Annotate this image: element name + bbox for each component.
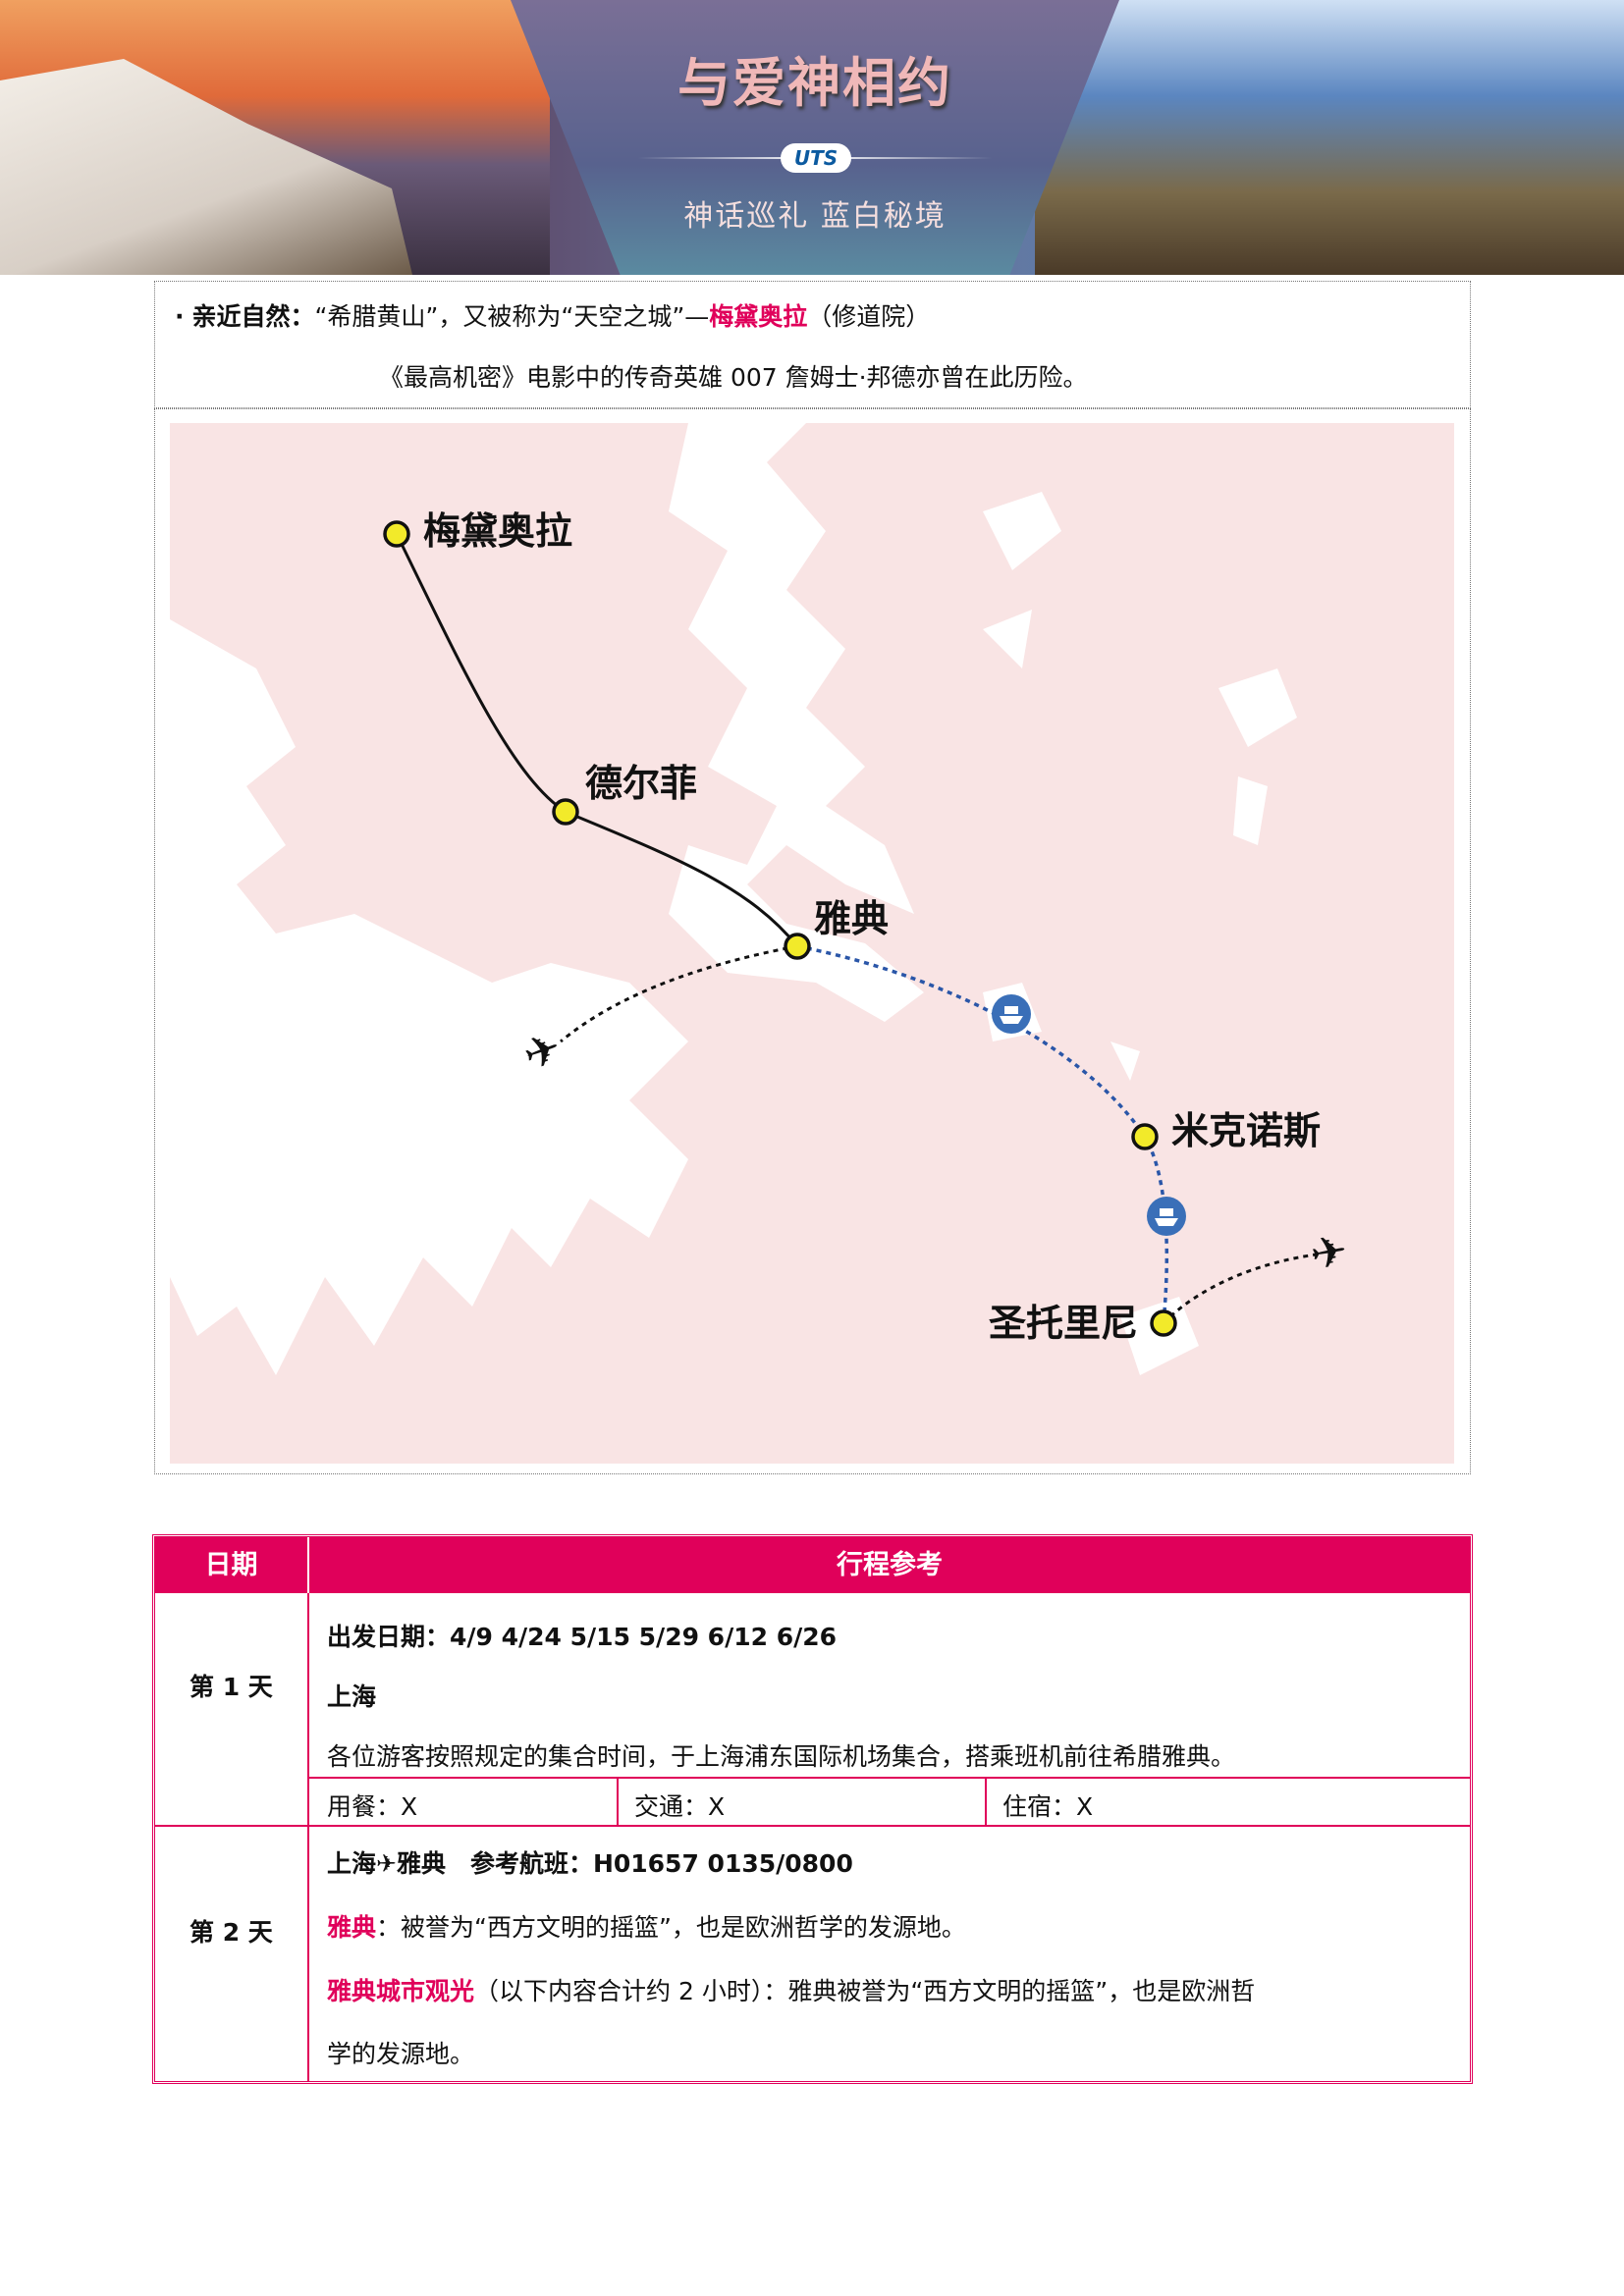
city-dot-delphi: [552, 798, 579, 826]
highlight-city-tour: 雅典城市观光: [327, 1977, 475, 2005]
text: ：被誉为“西方文明的摇篮”，也是欧洲哲学的发源地。: [376, 1913, 966, 1942]
day-1-label: 第 1 天: [189, 1673, 273, 1701]
city-label-athens: 雅典: [814, 897, 889, 940]
day-1-desc: 各位游客按照规定的集合时间，于上海浦东国际机场集合，搭乘班机前往希腊雅典。: [327, 1742, 1236, 1771]
day-1-city: 上海: [327, 1682, 377, 1711]
uts-logo: UTS: [781, 143, 851, 173]
day-2-route: 上海✈雅典 参考航班：H01657 0135/0800: [327, 1849, 853, 1878]
city-dot-santorini: [1150, 1309, 1177, 1337]
highlight-athens: 雅典: [327, 1913, 377, 1942]
day-1-transport: 交通：X: [634, 1792, 726, 1821]
row-divider: [155, 1825, 1470, 1827]
banner-center-panel: [511, 0, 1119, 275]
header-itinerary: 行程参考: [309, 1537, 1470, 1593]
bullet: ·: [175, 302, 185, 331]
day-2-line-1: 雅典：被誉为“西方文明的摇篮”，也是欧洲哲学的发源地。: [327, 1908, 966, 1944]
ship-icon: [1147, 1197, 1186, 1236]
day-2-line-3: 学的发源地。: [327, 2040, 475, 2068]
day-1-dates: 出发日期：4/9 4/24 5/15 5/29 6/12 6/26: [327, 1623, 838, 1651]
city-label-santorini: 圣托里尼: [989, 1302, 1138, 1345]
city-label-mykonos: 米克诺斯: [1171, 1109, 1321, 1152]
intro-highlight: 梅黛奥拉: [709, 302, 808, 331]
meteora-photo: [1035, 0, 1624, 275]
map-svg: ✈ ✈ 梅黛奥拉 德尔菲 雅典 米克诺斯 圣托里尼: [170, 423, 1454, 1464]
plane-icon: ✈: [1307, 1225, 1351, 1281]
intro-text: “希腊黄山”，又被称为“天空之城”—: [314, 302, 710, 331]
flight-route-out: [560, 944, 798, 1043]
landmass: [170, 423, 1297, 1375]
city-label-delphi: 德尔菲: [585, 762, 697, 805]
day-1-meal: 用餐：X: [327, 1792, 418, 1821]
city-markers: [383, 520, 1177, 1337]
row-divider: [309, 1777, 1470, 1779]
intro-line-2: 《最高机密》电影中的传奇英雄 007 詹姆士·邦德亦曾在此历险。: [379, 363, 1088, 392]
header-date: 日期: [155, 1537, 307, 1593]
intro-text-b: （修道院）: [807, 302, 931, 331]
banner-title: 与爱神相约: [677, 51, 952, 114]
flight-route-return: [1162, 1253, 1318, 1325]
intro-line-1: · 亲近自然：“希腊黄山”，又被称为“天空之城”—梅黛奥拉（修道院）: [175, 297, 930, 333]
city-dot-meteora: [383, 520, 410, 548]
city-dot-athens: [784, 933, 811, 960]
day-2-line-2: 雅典城市观光（以下内容合计约 2 小时）：雅典被誉为“西方文明的摇篮”，也是欧洲…: [327, 1972, 1255, 2007]
day-1-hotel: 住宿：X: [1002, 1792, 1094, 1821]
intro-box: · 亲近自然：“希腊黄山”，又被称为“天空之城”—梅黛奥拉（修道院） 《最高机密…: [154, 281, 1471, 408]
intro-label: 亲近自然：: [191, 302, 315, 331]
day-2-label: 第 2 天: [189, 1918, 273, 1947]
route-map: ✈ ✈ 梅黛奥拉 德尔菲 雅典 米克诺斯 圣托里尼: [154, 408, 1471, 1474]
header-banner: 与爱神相约 UTS 神话巡礼 蓝白秘境: [0, 0, 1624, 275]
itinerary-table: 日期 行程参考 第 1 天 出发日期：4/9 4/24 5/15 5/29 6/…: [152, 1534, 1473, 2084]
ship-icon: [992, 994, 1031, 1034]
text: （以下内容合计约 2 小时）：雅典被誉为“西方文明的摇篮”，也是欧洲哲: [474, 1977, 1256, 2005]
city-label-meteora: 梅黛奥拉: [423, 509, 572, 553]
city-dot-mykonos: [1131, 1123, 1159, 1150]
banner-subtitle: 神话巡礼 蓝白秘境: [683, 199, 947, 234]
